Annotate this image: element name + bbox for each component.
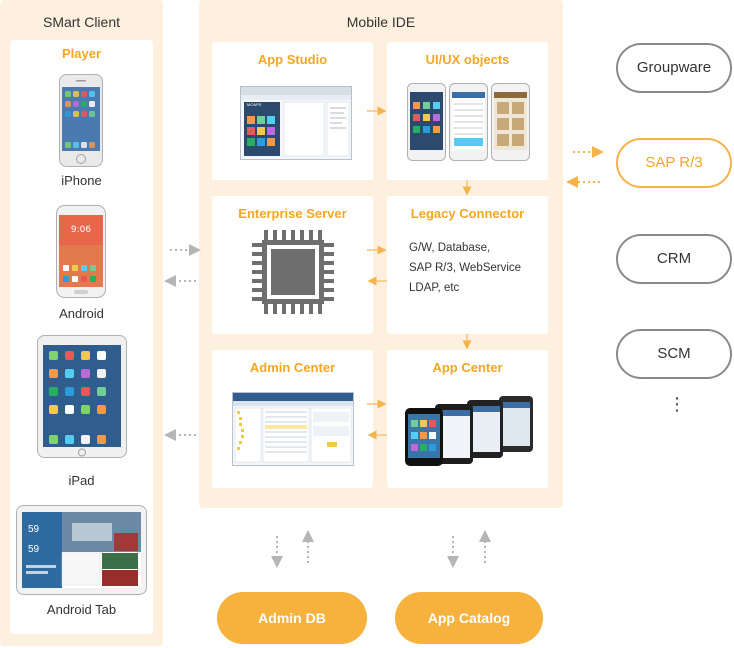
tab-screen-number-1: 59 [28, 524, 40, 535]
iphone-image [59, 74, 103, 167]
legacy-connector-item: SAP R/3, WebService [409, 262, 522, 274]
device-label-android-tab: Android Tab [46, 602, 117, 617]
backend-groupware: Groupware [616, 43, 732, 93]
admin-db: Admin DB [217, 592, 367, 644]
admin-center-label: Admin Center [249, 360, 336, 375]
uiux-objects-label: UI/UX objects [425, 52, 510, 67]
android-tab-image [16, 505, 147, 595]
svg-text:9:06: 9:06 [71, 225, 91, 235]
legacy-connector-label: Legacy Connector [410, 206, 525, 221]
app-center-label: App Center [432, 360, 503, 375]
tab-screen-number-2: 59 [28, 544, 40, 555]
app-studio-label: App Studio [257, 52, 328, 67]
mobile-ide-title: Mobile IDE [346, 14, 416, 30]
device-label-ipad: iPad [68, 473, 95, 488]
legacy-connector-box: Legacy Connector G/W, Database, SAP R/3,… [387, 196, 548, 334]
cpu-chip-icon [252, 230, 334, 314]
admin-center-box: Admin Center [212, 350, 373, 488]
more-backends-indicator: ⋮ [668, 394, 686, 414]
admin-center-screenshot [232, 392, 354, 466]
smart-client-panel: SMart Client Player [0, 0, 163, 646]
legacy-connector-item: G/W, Database, [409, 242, 491, 254]
uiux-phones-image [407, 82, 531, 162]
app-catalog-db: App Catalog [395, 592, 543, 644]
device-label-android: Android [59, 306, 104, 321]
backend-scm: SCM [616, 329, 732, 379]
app-center-devices-image [405, 394, 533, 466]
android-phone-image: 9:06 [56, 205, 106, 298]
player-container: Player iPhone [10, 40, 153, 634]
device-label-iphone: iPhone [61, 173, 102, 188]
legacy-connector-item: LDAP, etc [409, 282, 460, 294]
backend-crm: CRM [616, 234, 732, 284]
app-studio-box: App Studio MOAPS [212, 42, 373, 180]
enterprise-server-box: Enterprise Server [212, 196, 373, 334]
app-center-box: App Center [387, 350, 548, 488]
app-studio-logo-text: MOAPS [247, 102, 262, 107]
app-studio-screenshot [240, 86, 352, 160]
ipad-image [37, 335, 127, 458]
enterprise-server-label: Enterprise Server [238, 206, 347, 221]
backend-sap-r3: SAP R/3 [616, 138, 732, 188]
player-label: Player [61, 46, 102, 61]
smart-client-title: SMart Client [42, 14, 121, 30]
uiux-objects-box: UI/UX objects [387, 42, 548, 180]
